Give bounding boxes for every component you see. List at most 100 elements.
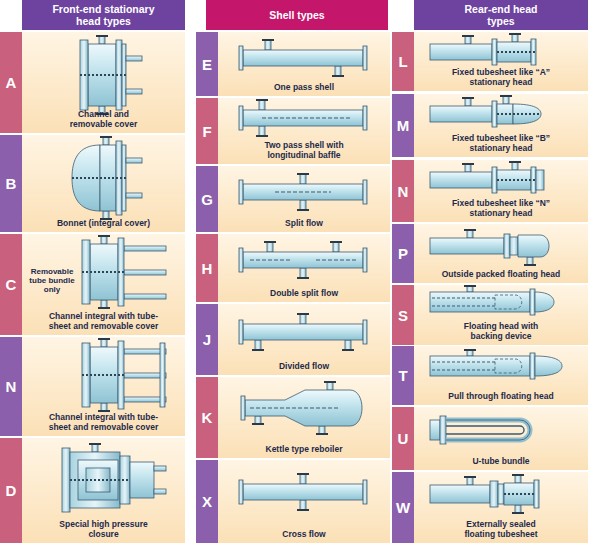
exchanger-part	[430, 356, 530, 376]
nozzle-flange	[500, 95, 512, 97]
exchanger-part	[126, 89, 142, 94]
exchanger-part	[430, 292, 530, 312]
type-letter: G	[196, 166, 218, 232]
type-caption: Outside packed floating head	[442, 270, 561, 280]
nozzle	[300, 314, 306, 324]
cell-ground: Fixed tubesheet like “A” stationary head	[414, 32, 588, 91]
nozzle	[467, 350, 473, 356]
exchanger-part	[243, 50, 363, 66]
exchanger-part	[126, 158, 142, 163]
exchanger-part	[239, 480, 243, 504]
cell-ground: U-tube bundle	[414, 407, 588, 470]
baffle-line	[250, 408, 340, 409]
type-caption: Two pass shell with longitudinal baffle	[249, 141, 359, 161]
nozzle	[99, 106, 105, 114]
nozzle	[267, 242, 273, 252]
cell-ground: Removable tube bundle onlyChannel integr…	[22, 234, 185, 335]
baffle-line	[316, 259, 356, 260]
nozzle	[255, 416, 261, 424]
exchanger-part	[535, 292, 554, 312]
nozzle	[465, 36, 471, 44]
nozzle-flange	[252, 349, 264, 351]
exchanger-part	[239, 320, 243, 344]
nozzle-flange	[342, 349, 354, 351]
nozzle	[467, 477, 473, 485]
baffle-line	[82, 271, 124, 273]
type-letter: U	[392, 407, 414, 470]
nozzle-flange	[98, 410, 110, 412]
exchanger-part	[497, 104, 513, 124]
column-heading: Shell types	[217, 9, 377, 21]
type-cell: WExternally sealed floating tubesheet	[392, 472, 588, 543]
exchanger-part	[239, 248, 243, 272]
nozzle-flange	[100, 136, 112, 138]
type-cell: AChannel and removable cover	[0, 32, 185, 133]
exchanger-part	[513, 104, 541, 124]
exchanger-part	[124, 246, 166, 251]
exchanger-part	[495, 295, 522, 309]
baffle-line	[432, 298, 495, 299]
exchanger-part	[430, 44, 492, 60]
type-caption: Divided flow	[279, 362, 329, 372]
nozzle-flange	[464, 285, 476, 287]
type-cell: CRemovable tube bundle onlyChannel integ…	[0, 234, 185, 335]
u-tube	[446, 420, 530, 440]
nozzle	[333, 242, 339, 252]
exchanger-part	[154, 466, 166, 471]
column-header: Shell types	[206, 0, 388, 30]
exchanger-part	[239, 106, 243, 130]
type-cell: FTwo pass shell with longitudinal baffle	[196, 98, 390, 164]
type-letter: H	[196, 234, 218, 302]
type-caption: Fixed tubesheet like “N” stationary head	[446, 199, 556, 219]
cell-ground: Floating head with backing device	[414, 285, 588, 345]
exchanger-part	[154, 489, 166, 494]
exchanger-part	[116, 40, 122, 110]
exchanger-part	[430, 238, 504, 254]
nozzle	[503, 96, 509, 104]
type-caption: Floating head with backing device	[451, 322, 551, 342]
baffle-line	[497, 51, 536, 53]
nozzle-flange	[98, 235, 110, 237]
type-letter: T	[392, 346, 414, 405]
exchanger-part	[518, 235, 549, 257]
cell-ground: Externally sealed floating tubesheet	[414, 472, 588, 543]
exchanger-part	[530, 353, 535, 379]
exchanger-part	[241, 396, 245, 420]
nozzle	[300, 174, 306, 184]
type-caption: Double split flow	[270, 289, 338, 299]
exchanger-part	[495, 359, 522, 373]
baffle-line	[504, 493, 534, 495]
exchanger-part	[530, 289, 535, 315]
exchanger-part	[490, 481, 498, 507]
type-caption: Kettle type reboiler	[266, 445, 343, 455]
type-caption: Cross flow	[282, 530, 325, 540]
exchanger-part	[363, 248, 367, 272]
u-tube	[446, 426, 524, 434]
type-letter: J	[196, 304, 218, 375]
exchanger-part	[497, 42, 531, 62]
cell-ground: One pass shell	[218, 32, 390, 96]
cell-ground: Fixed tubesheet like “N” stationary head	[414, 160, 588, 222]
type-letter: N	[0, 337, 22, 436]
baffle-line	[250, 259, 290, 260]
baffle-line	[497, 113, 540, 115]
nozzle-flange	[316, 433, 328, 435]
type-cell: NChannel integral with tube-sheet and re…	[0, 337, 185, 436]
nozzle-flange	[524, 264, 536, 266]
exchanger-part	[430, 172, 492, 188]
nozzle-flange	[264, 241, 276, 243]
exchanger-part	[535, 356, 562, 376]
exchanger-part	[363, 180, 367, 204]
type-cell: POutside packed floating head	[392, 224, 588, 283]
nozzle	[515, 505, 521, 513]
type-caption: One pass shell	[274, 83, 334, 93]
exchanger-part	[124, 373, 166, 378]
exchanger-part	[124, 270, 166, 275]
exchanger-part	[120, 456, 130, 504]
exchanger-part	[492, 39, 497, 65]
nozzle-flange	[462, 163, 474, 165]
exchanger-part	[440, 416, 446, 444]
exchanger-part	[531, 39, 536, 65]
exchanger-part	[430, 485, 490, 503]
exchanger-part	[116, 141, 122, 215]
